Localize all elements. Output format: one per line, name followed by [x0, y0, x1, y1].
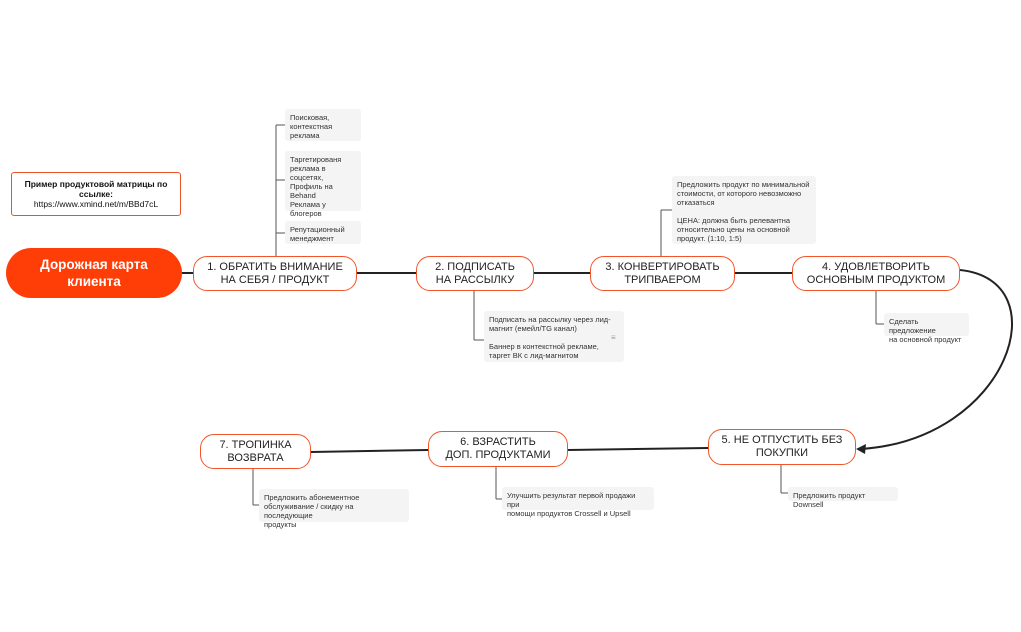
root-topic[interactable]: Дорожная карта клиента — [6, 248, 182, 298]
note-step2: Подписать на рассылку через лид- магнит … — [484, 311, 624, 362]
matrix-link-label: Пример продуктовой матрицы по ссылке: — [24, 179, 168, 199]
note-step4: Сделать предложение на основной продукт — [884, 313, 969, 344]
matrix-link-url[interactable]: https://www.xmind.net/m/BBd7cL — [33, 199, 159, 209]
step-7[interactable]: 7. ТРОПИНКА ВОЗВРАТА — [200, 434, 311, 469]
matrix-link-box[interactable]: Пример продуктовой матрицы по ссылке: ht… — [11, 172, 181, 216]
step-6[interactable]: 6. ВЗРАСТИТЬ ДОП. ПРОДУКТАМИ — [428, 431, 568, 467]
note-step1-search: Поисковая, контекстная реклама — [285, 109, 361, 141]
note-step7: Предложить абонементное обслуживание / с… — [259, 489, 409, 529]
matrix-link-text: Пример продуктовой матрицы по ссылке: ht… — [22, 179, 170, 209]
step-1[interactable]: 1. ОБРАТИТЬ ВНИМАНИЕ НА СЕБЯ / ПРОДУКТ — [193, 256, 357, 291]
step-5[interactable]: 5. НЕ ОТПУСТИТЬ БЕЗ ПОКУПКИ — [708, 429, 856, 465]
note-step5: Предложить продукт Downsell — [788, 487, 898, 509]
note-step1-targeting: Таргетированя реклама в соцсетях, Профил… — [285, 151, 361, 218]
note-step6: Улучшить результат первой продажи при по… — [502, 487, 654, 518]
note-lines-icon: ≡ — [611, 333, 616, 342]
step-3[interactable]: 3. КОНВЕРТИРОВАТЬ ТРИПВАЕРОМ — [590, 256, 735, 291]
note-step3: Предложить продукт по минимальной стоимо… — [672, 176, 816, 244]
step-2[interactable]: 2. ПОДПИСАТЬ НА РАССЫЛКУ — [416, 256, 534, 291]
step-4[interactable]: 4. УДОВЛЕТВОРИТЬ ОСНОВНЫМ ПРОДУКТОМ — [792, 256, 960, 291]
note-step1-reputation: Репутационный менеджмент — [285, 221, 361, 244]
